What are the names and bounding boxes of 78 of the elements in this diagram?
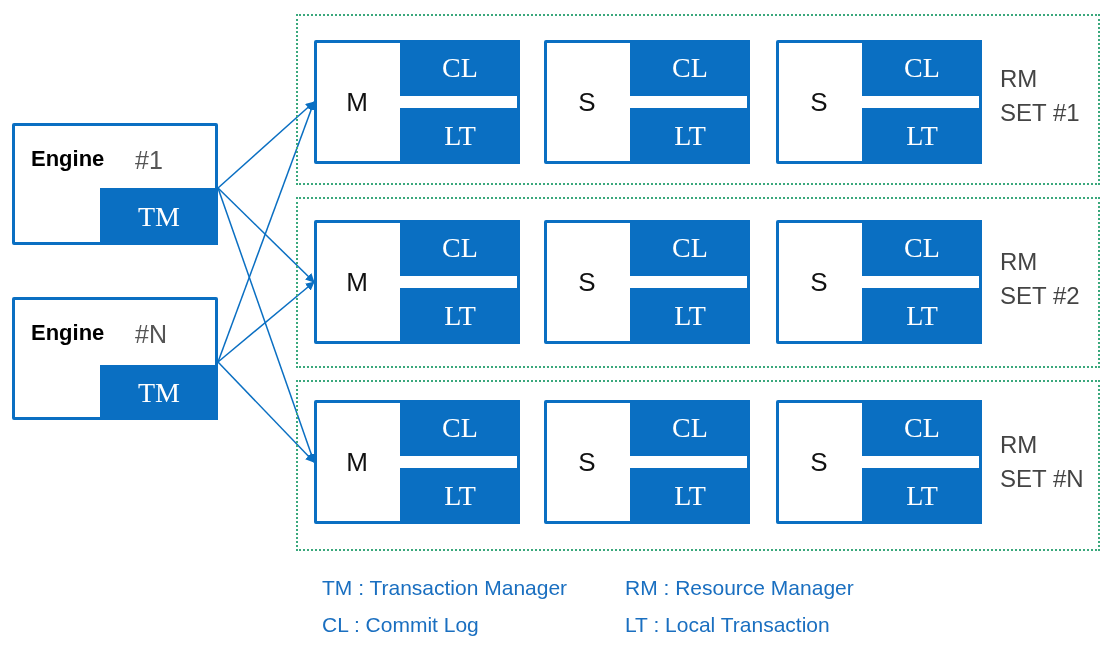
component-label: CL bbox=[903, 52, 941, 84]
component-label: CL bbox=[903, 412, 941, 444]
group-label: RM SET #N bbox=[1000, 430, 1085, 494]
component-panel bbox=[630, 220, 750, 276]
engine-number: #N bbox=[135, 320, 167, 349]
component-panel bbox=[100, 188, 218, 245]
node-box bbox=[314, 400, 520, 524]
arrow bbox=[217, 361, 315, 463]
component-label: LT bbox=[673, 480, 707, 512]
group-frame bbox=[296, 380, 1100, 551]
component-label: CL bbox=[441, 412, 479, 444]
node-box bbox=[544, 400, 750, 524]
node-box bbox=[544, 220, 750, 344]
node-box bbox=[776, 220, 982, 344]
component-label: CL bbox=[671, 52, 709, 84]
arrow bbox=[217, 187, 315, 283]
node-box bbox=[314, 40, 520, 164]
component-label: CL bbox=[441, 52, 479, 84]
engine-label: Engine bbox=[31, 146, 105, 172]
node-role: S bbox=[577, 447, 597, 478]
engine-number: #1 bbox=[135, 146, 163, 175]
node-box bbox=[776, 40, 982, 164]
arrow bbox=[217, 101, 315, 189]
component-label: LT bbox=[443, 480, 477, 512]
component-label: CL bbox=[671, 232, 709, 264]
component-panel bbox=[400, 400, 520, 456]
component-panel bbox=[400, 108, 520, 164]
engine-box bbox=[12, 297, 218, 420]
component-panel bbox=[630, 108, 750, 164]
legend-entry: LT : Local Transaction bbox=[625, 613, 830, 637]
legend-entry: CL : Commit Log bbox=[322, 613, 479, 637]
component-panel bbox=[400, 40, 520, 96]
component-panel bbox=[100, 365, 218, 420]
node-box bbox=[776, 400, 982, 524]
node-box bbox=[544, 40, 750, 164]
component-panel bbox=[630, 40, 750, 96]
node-role: M bbox=[345, 267, 369, 298]
component-panel bbox=[400, 288, 520, 344]
component-panel bbox=[400, 468, 520, 524]
component-panel bbox=[862, 40, 982, 96]
group-label: RM SET #2 bbox=[1000, 247, 1081, 311]
node-role: S bbox=[809, 267, 829, 298]
component-label: TM bbox=[137, 376, 181, 409]
node-role: M bbox=[345, 87, 369, 118]
node-role: M bbox=[345, 447, 369, 478]
component-panel bbox=[630, 288, 750, 344]
group-frame bbox=[296, 197, 1100, 368]
component-label: LT bbox=[905, 120, 939, 152]
component-panel bbox=[862, 108, 982, 164]
component-label: LT bbox=[905, 300, 939, 332]
component-label: LT bbox=[673, 300, 707, 332]
component-panel bbox=[400, 220, 520, 276]
node-role: S bbox=[809, 447, 829, 478]
engine-box bbox=[12, 123, 218, 245]
group-frame bbox=[296, 14, 1100, 185]
group-label: RM SET #1 bbox=[1000, 64, 1081, 128]
component-panel bbox=[630, 468, 750, 524]
component-panel bbox=[862, 220, 982, 276]
arrow bbox=[217, 281, 315, 363]
component-panel bbox=[862, 400, 982, 456]
node-role: S bbox=[577, 87, 597, 118]
component-panel bbox=[630, 400, 750, 456]
engine-label: Engine bbox=[31, 320, 105, 346]
component-label: TM bbox=[137, 200, 181, 233]
legend-entry: TM : Transaction Manager bbox=[322, 576, 568, 600]
component-label: LT bbox=[905, 480, 939, 512]
node-role: S bbox=[809, 87, 829, 118]
legend-entry: RM : Resource Manager bbox=[625, 576, 854, 600]
component-panel bbox=[862, 288, 982, 344]
component-label: LT bbox=[673, 120, 707, 152]
node-role: S bbox=[577, 267, 597, 298]
component-label: CL bbox=[441, 232, 479, 264]
component-label: LT bbox=[443, 120, 477, 152]
component-panel bbox=[862, 468, 982, 524]
node-box bbox=[314, 220, 520, 344]
component-label: CL bbox=[903, 232, 941, 264]
component-label: LT bbox=[443, 300, 477, 332]
component-label: CL bbox=[671, 412, 709, 444]
